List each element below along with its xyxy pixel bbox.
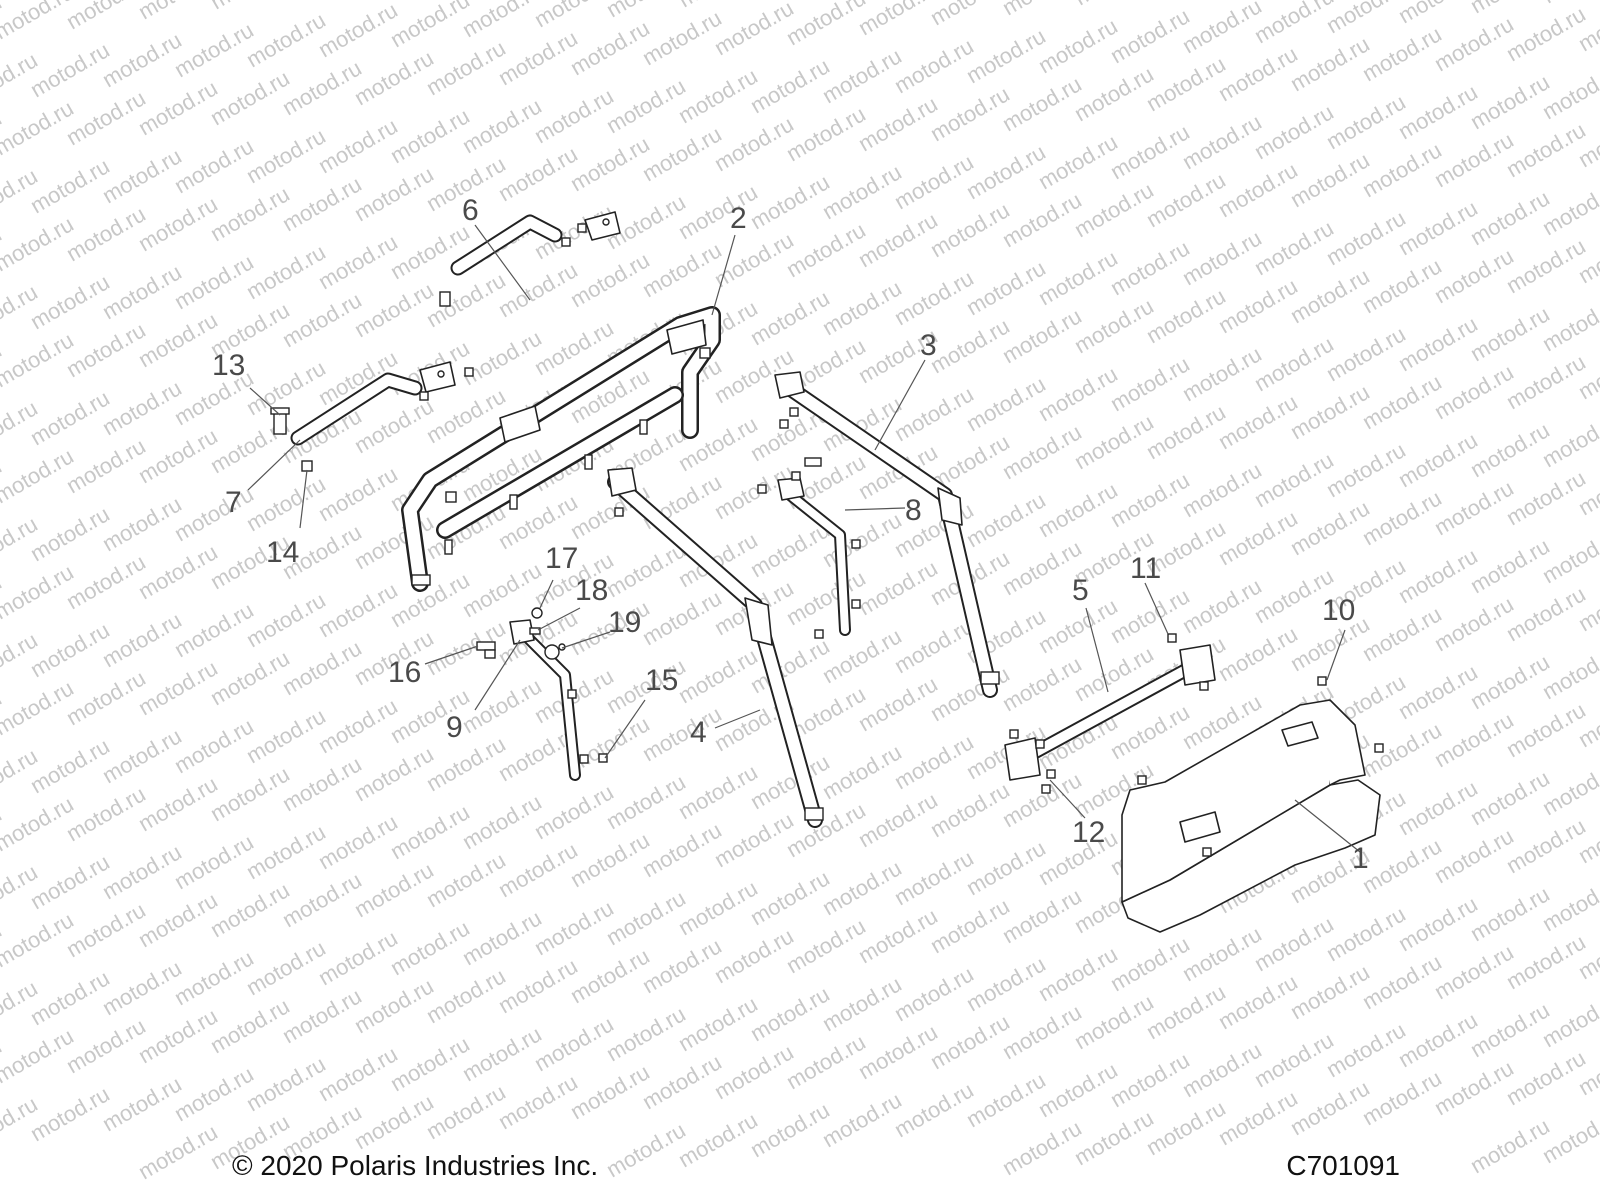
callout-6: 6 <box>462 194 479 227</box>
watermark-text: motod.ru <box>278 0 366 4</box>
callout-14: 14 <box>266 536 299 569</box>
watermark-text: motod.ru <box>1394 0 1482 28</box>
part-9-bracket <box>509 619 589 781</box>
callout-12: 12 <box>1072 816 1105 849</box>
callout-18: 18 <box>575 574 608 607</box>
callout-19: 19 <box>608 606 641 639</box>
watermark-text: motod.ru <box>0 0 78 44</box>
watermark-text: motod.ru <box>746 0 834 2</box>
hardware-14-nut <box>301 460 313 472</box>
watermark-text: motod.ru <box>1070 0 1158 10</box>
watermark-text: motod.ru <box>1250 0 1338 48</box>
callout-7: 7 <box>225 486 242 519</box>
part-2-front-hoop <box>401 306 721 592</box>
part-3-tube <box>774 371 1000 698</box>
hardware-15-screw <box>598 753 608 763</box>
watermark-text: motod.ru <box>998 0 1086 20</box>
copyright-text: © 2020 Polaris Industries Inc. <box>232 1150 599 1181</box>
callout-11: 11 <box>1130 552 1161 585</box>
callout-5: 5 <box>1072 574 1089 607</box>
part-5-crossbar <box>1004 633 1216 794</box>
part-6-tube <box>450 211 621 276</box>
leader-lines <box>247 224 1361 853</box>
callout-17: 17 <box>545 542 578 575</box>
watermark-text: motod.ru <box>134 0 222 24</box>
callout-3: 3 <box>920 329 937 362</box>
watermark-text: motod.ru <box>206 0 294 14</box>
hardware-13-bolt <box>270 407 290 435</box>
callout-13: 13 <box>212 349 245 382</box>
hardware-17-nut <box>531 607 543 619</box>
watermark-text: motod.ru <box>1466 0 1554 18</box>
callout-16: 16 <box>388 656 421 689</box>
part-8-bracket <box>757 457 861 639</box>
part-7-tube <box>290 291 474 446</box>
watermark-text: motod.ru <box>602 0 690 22</box>
watermark-text: motod.ru <box>782 0 870 50</box>
part-1-panel <box>1121 676 1384 933</box>
part-4-tube <box>607 467 824 828</box>
callouts: 1 2 3 4 5 6 7 8 9 10 11 12 13 14 15 16 1… <box>212 194 1369 875</box>
callout-15: 15 <box>645 664 678 697</box>
callout-8: 8 <box>905 494 922 527</box>
callout-4: 4 <box>690 716 707 749</box>
hardware-16-bolt <box>476 641 496 659</box>
callout-10: 10 <box>1322 594 1355 627</box>
watermark-text: motod.ru <box>674 0 762 12</box>
hardware-19-clip <box>544 643 566 660</box>
callout-1: 1 <box>1352 842 1369 875</box>
drawing-code: C701091 <box>1286 1150 1400 1181</box>
hardware-18-washer <box>529 627 541 635</box>
callout-2: 2 <box>730 202 747 235</box>
callout-9: 9 <box>446 711 463 744</box>
